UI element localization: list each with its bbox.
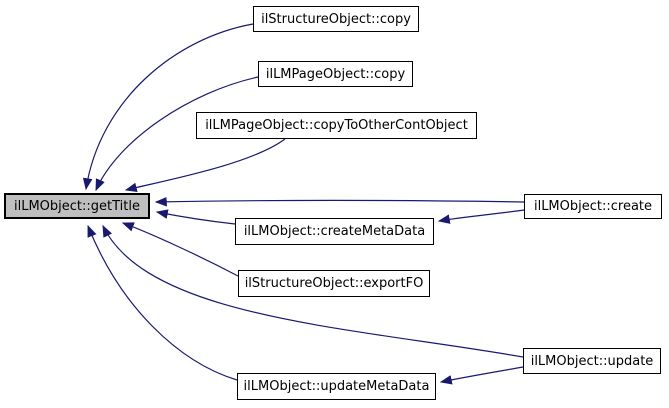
node-illmobject-update[interactable]: ilLMObject::update [523, 348, 661, 374]
edge-create-to-createmetadata [437, 209, 525, 224]
edge-updatemetadata-to-gettitle [87, 224, 238, 381]
edge-pagecopy-to-gettitle [95, 76, 259, 192]
node-illmpageobject-copytoothercontobject[interactable]: ilLMPageObject::copyToOtherContObject [196, 112, 477, 139]
edge-exportfo-to-gettitle [121, 222, 239, 277]
node-ilstructureobject-copy[interactable]: ilStructureObject::copy [253, 6, 419, 32]
edge-update-to-updatemetadata [439, 366, 524, 385]
node-illmobject-updatemetadata[interactable]: ilLMObject::updateMetaData [237, 373, 436, 400]
edge-update-to-gettitle [102, 224, 524, 358]
node-ilstructureobject-exportfo[interactable]: ilStructureObject::exportFO [238, 270, 430, 297]
node-illmobject-createmetadata[interactable]: ilLMObject::createMetaData [235, 218, 434, 245]
node-illmobject-create[interactable]: ilLMObject::create [524, 194, 662, 219]
edge-copytoother-to-gettitle [124, 138, 286, 193]
node-illmpageobject-copy[interactable]: ilLMPageObject::copy [258, 61, 413, 87]
edge-copy-to-gettitle [82, 23, 254, 191]
edge-createmetadata-to-gettitle [155, 209, 236, 225]
edge-create-to-gettitle [154, 196, 525, 207]
node-illmobject-gettitle: ilLMObject::getTitle [4, 193, 150, 219]
